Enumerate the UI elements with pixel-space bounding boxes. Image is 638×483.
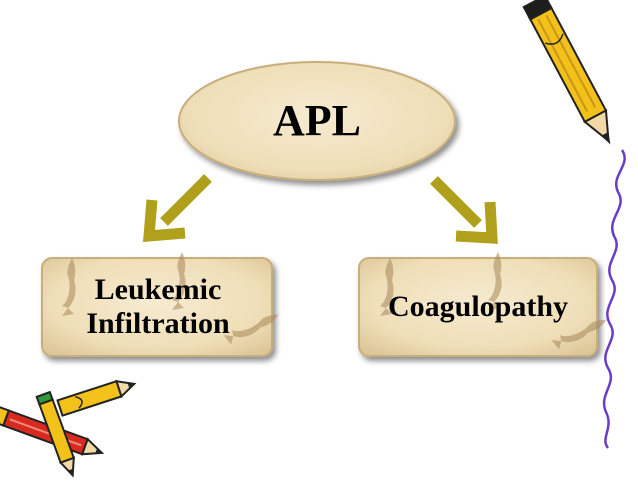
pencil-icon <box>522 0 611 145</box>
wavy-line <box>602 149 626 449</box>
child-node-right <box>358 257 598 357</box>
crossed-pencils-icon <box>0 379 137 478</box>
arrow-right <box>430 176 498 244</box>
root-node-label: APL <box>273 96 361 146</box>
child-node-left-label: Leukemic Infiltration <box>86 273 230 340</box>
root-node <box>178 61 456 181</box>
arrow-left <box>142 174 212 243</box>
child-node-left <box>41 257 273 357</box>
child-node-right-label: Coagulopathy <box>387 290 569 324</box>
